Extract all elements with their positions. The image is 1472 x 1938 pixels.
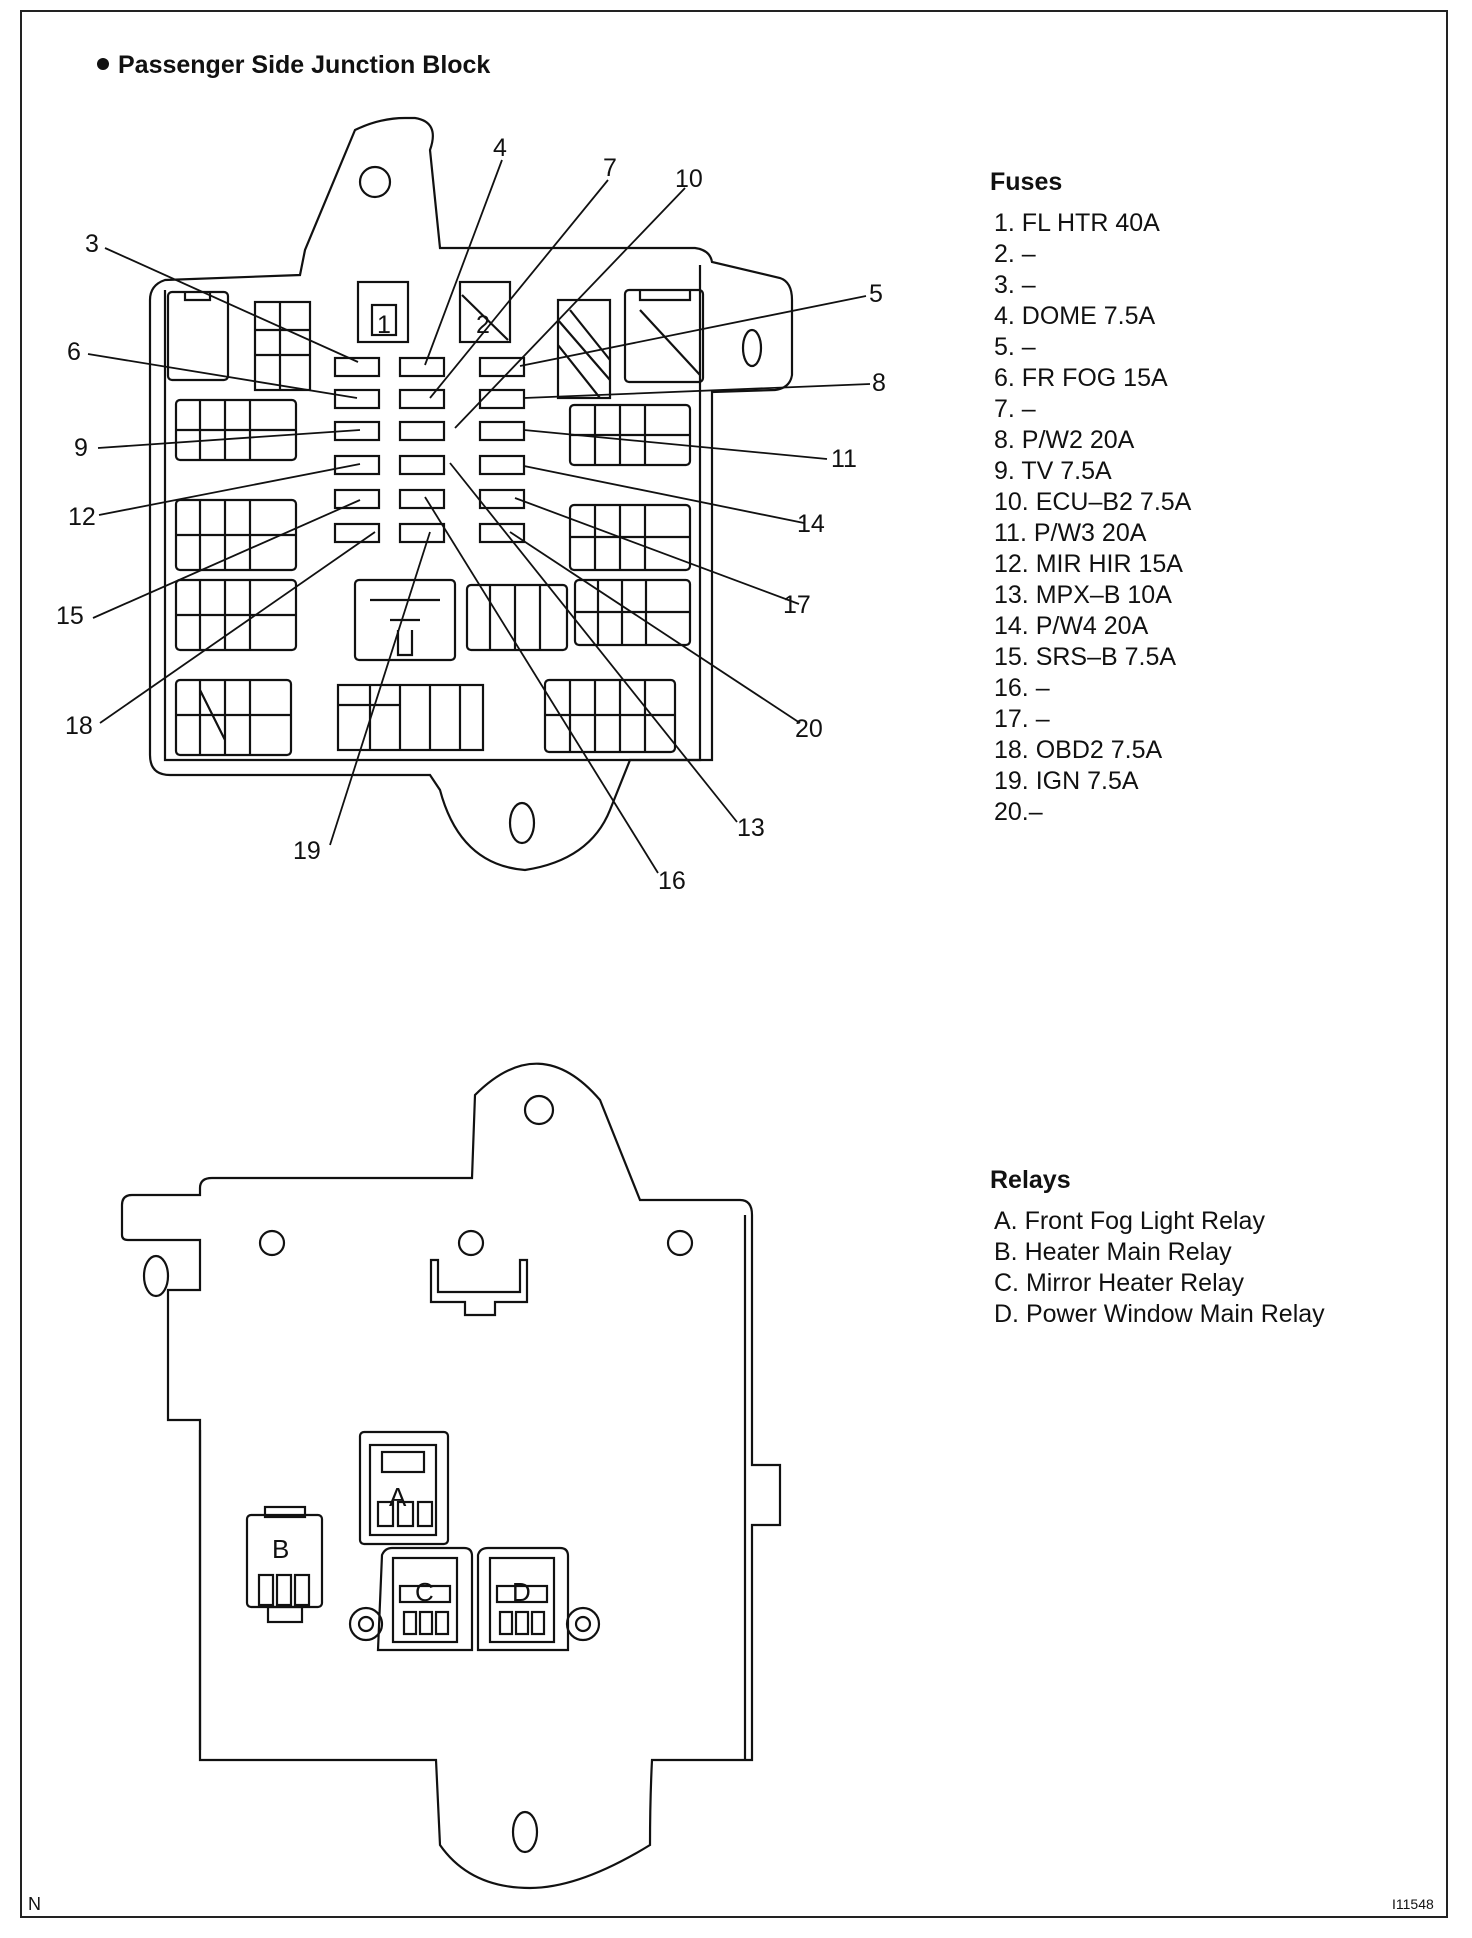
- figure-id: I11548: [1392, 1896, 1434, 1912]
- callout-15: 15: [56, 602, 84, 630]
- callout-19: 19: [293, 837, 321, 865]
- mounting-hole: [142, 1254, 170, 1298]
- callout-20: 20: [795, 715, 823, 743]
- fuse-item: 20.–: [994, 798, 1043, 826]
- relay-a: A: [358, 1430, 450, 1546]
- fuse-cavity-1: [356, 280, 410, 344]
- connectors: [166, 288, 705, 757]
- fuse-item: 3. –: [994, 271, 1036, 299]
- callout-16: 16: [658, 867, 686, 895]
- callout-13: 13: [737, 814, 765, 842]
- corner-left-mark: N: [28, 1894, 41, 1914]
- callout-11: 11: [831, 445, 857, 473]
- callout-8: 8: [872, 369, 886, 397]
- relay-b-label: B: [272, 1534, 289, 1564]
- fuse-item: 10. ECU–B2 7.5A: [994, 488, 1192, 516]
- relay-list: A. Front Fog Light Relay B. Heater Main …: [994, 1206, 1325, 1330]
- fuse-item: 15. SRS–B 7.5A: [994, 643, 1177, 671]
- fuse-item: 6. FR FOG 15A: [994, 364, 1168, 392]
- mounting-hole: [258, 1229, 286, 1257]
- mounting-hole: [666, 1229, 694, 1257]
- fuse-item: 2. –: [994, 240, 1036, 268]
- fuse-item: 13. MPX–B 10A: [994, 581, 1172, 609]
- fuse-item: 7. –: [994, 395, 1036, 423]
- relay-a-label: A: [389, 1482, 407, 1512]
- page-frame: [20, 10, 1448, 1918]
- callout-7: 7: [603, 154, 617, 182]
- relay-item: B. Heater Main Relay: [994, 1238, 1232, 1266]
- callout-3: 3: [85, 230, 99, 258]
- fuse-item: 18. OBD2 7.5A: [994, 736, 1163, 764]
- fuse-item: 17. –: [994, 705, 1050, 733]
- callout-10: 10: [675, 165, 703, 193]
- mounting-hole: [457, 1229, 485, 1257]
- fuse-item: 11. P/W3 20A: [994, 519, 1147, 547]
- relay-item: C. Mirror Heater Relay: [994, 1269, 1245, 1297]
- callout-12: 12: [68, 503, 96, 531]
- fuse-1-label: 1: [377, 311, 391, 339]
- fuse-cavity-2: [458, 280, 512, 344]
- callout-9: 9: [74, 434, 88, 462]
- fuse-item: 9. TV 7.5A: [994, 457, 1112, 485]
- fuse-item: 1. FL HTR 40A: [994, 209, 1160, 237]
- mounting-hole: [358, 165, 392, 199]
- callout-6: 6: [67, 338, 81, 366]
- title-bullet: [97, 58, 109, 70]
- fuse-item: 19. IGN 7.5A: [994, 767, 1139, 795]
- callout-leader-lines: [87, 159, 871, 874]
- mounting-hole: [511, 1810, 539, 1854]
- callout-4: 4: [493, 134, 507, 162]
- fuse-list: 1. FL HTR 40A 2. – 3. – 4. DOME 7.5A 5. …: [994, 208, 1191, 828]
- fuse-item: 5. –: [994, 333, 1036, 361]
- top-junction-block: 1 2: [56, 116, 886, 895]
- relay-c-label: C: [415, 1577, 434, 1607]
- mounting-hole: [741, 328, 763, 368]
- callout-17: 17: [783, 591, 811, 619]
- fuse-item: 4. DOME 7.5A: [994, 302, 1156, 330]
- relay-item: A. Front Fog Light Relay: [994, 1207, 1265, 1235]
- relay-b: B: [245, 1505, 324, 1624]
- fuse-item: 8. P/W2 20A: [994, 426, 1135, 454]
- fuse-item: 12. MIR HIR 15A: [994, 550, 1183, 578]
- relay-c: C: [348, 1546, 474, 1652]
- fuse-item: 16. –: [994, 674, 1050, 702]
- relay-d: D: [476, 1546, 601, 1652]
- bottom-junction-block: A B C D: [120, 1062, 782, 1890]
- fuse-item: 14. P/W4 20A: [994, 612, 1149, 640]
- mounting-hole: [523, 1094, 555, 1126]
- fuse-2-label: 2: [476, 311, 490, 339]
- relay-d-label: D: [512, 1577, 531, 1607]
- callout-14: 14: [797, 510, 825, 538]
- mounting-hole: [508, 801, 536, 845]
- relay-item: D. Power Window Main Relay: [994, 1300, 1325, 1328]
- relays-heading: Relays: [990, 1166, 1071, 1194]
- callout-18: 18: [65, 712, 93, 740]
- page-title: Passenger Side Junction Block: [118, 51, 490, 79]
- fuses-heading: Fuses: [990, 168, 1063, 196]
- callout-5: 5: [869, 280, 883, 308]
